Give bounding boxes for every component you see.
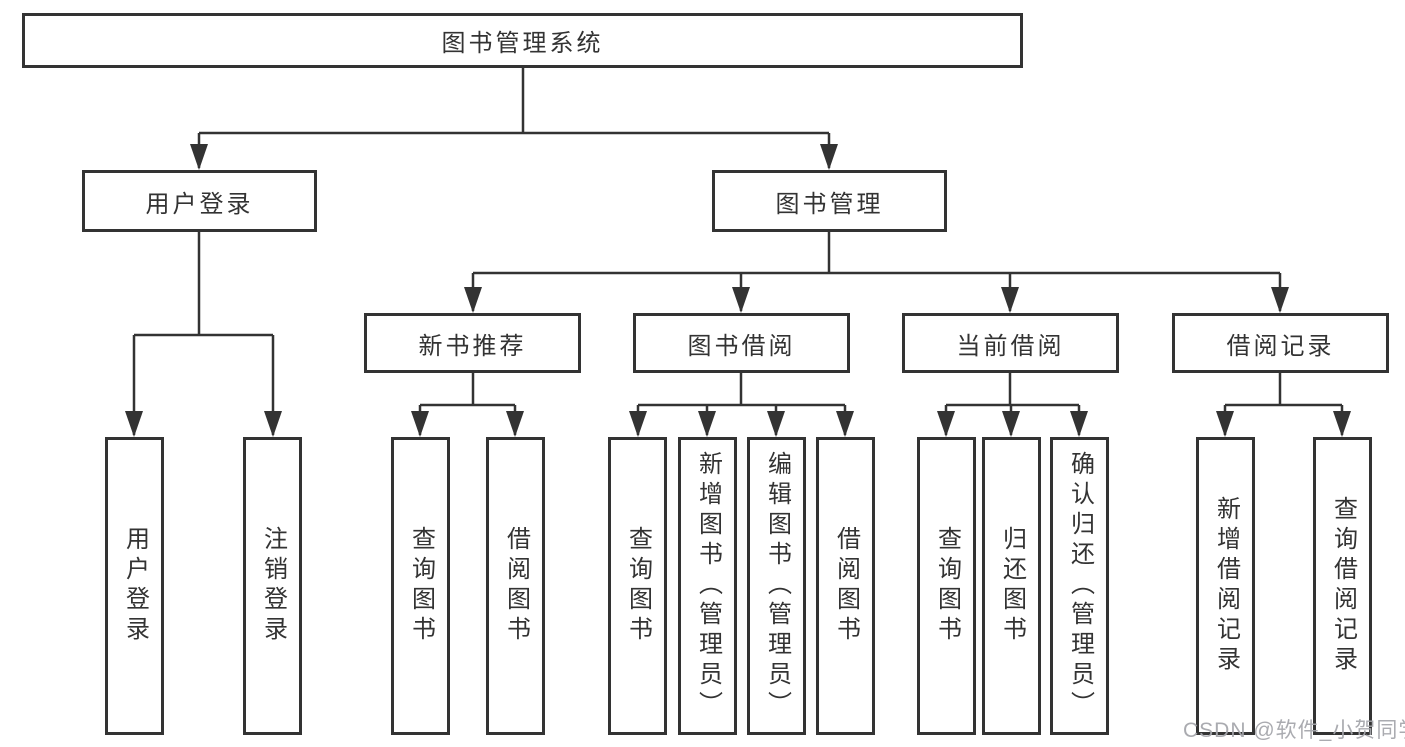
leaf-return-books: 归还图书 [982, 437, 1041, 735]
node-current-borrow: 当前借阅 [902, 313, 1119, 373]
leaf-query-borrow-record: 查询借阅记录 [1313, 437, 1372, 735]
node-root-library-system: 图书管理系统 [22, 13, 1023, 68]
leaf-query-books-borrow: 查询图书 [608, 437, 667, 735]
leaf-edit-books-admin: 编辑图书（管理员） [747, 437, 806, 735]
leaf-confirm-return-admin: 确认归还（管理员） [1050, 437, 1109, 735]
leaf-query-books-recommend: 查询图书 [391, 437, 450, 735]
node-book-management: 图书管理 [712, 170, 947, 232]
leaf-query-books-current: 查询图书 [917, 437, 976, 735]
node-borrow-records: 借阅记录 [1172, 313, 1389, 373]
leaf-add-borrow-record: 新增借阅记录 [1196, 437, 1255, 735]
leaf-logout: 注销登录 [243, 437, 302, 735]
leaf-borrow-books: 借阅图书 [816, 437, 875, 735]
leaf-borrow-books-recommend: 借阅图书 [486, 437, 545, 735]
node-book-borrow: 图书借阅 [633, 313, 850, 373]
node-new-book-recommend: 新书推荐 [364, 313, 581, 373]
node-user-login: 用户登录 [82, 170, 317, 232]
csdn-watermark: CSDN @软件_小贺同学 [1183, 719, 1405, 742]
leaf-add-books-admin: 新增图书（管理员） [678, 437, 737, 735]
leaf-user-login: 用户登录 [105, 437, 164, 735]
